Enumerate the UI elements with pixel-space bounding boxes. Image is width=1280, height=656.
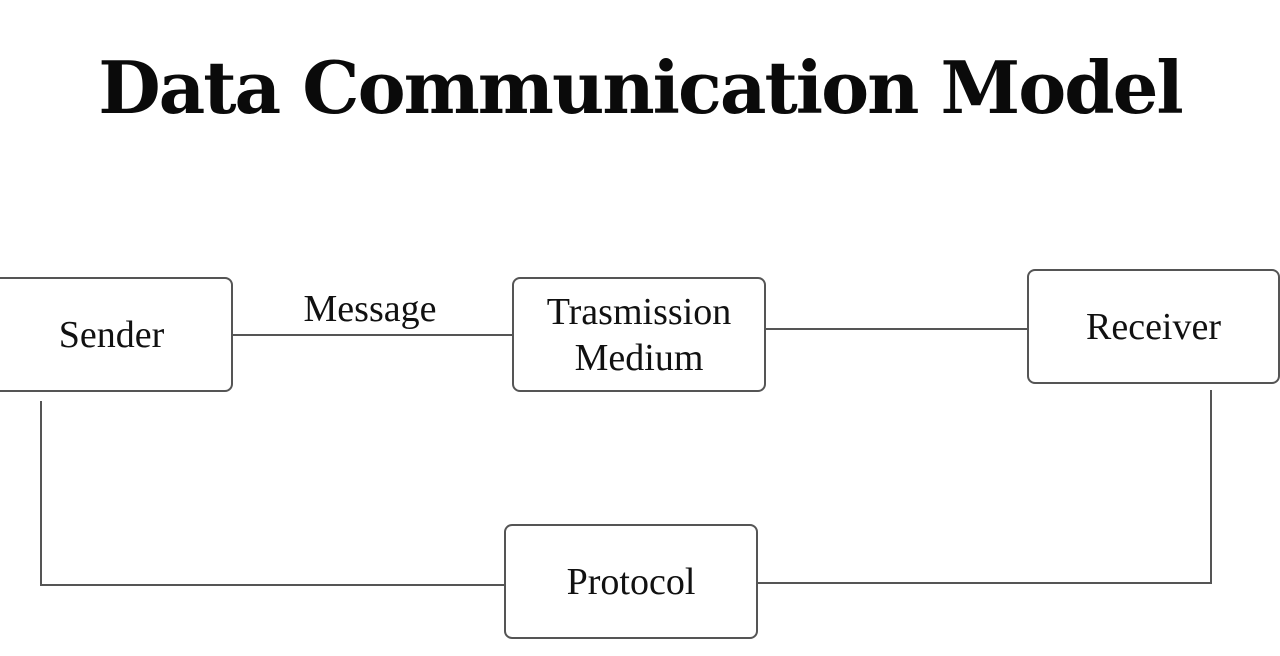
transmission-medium-node: Trasmission Medium [512,277,766,392]
protocol-label: Protocol [566,560,696,603]
edge-sender-protocol [40,401,504,586]
transmission-medium-line2: Medium [574,336,704,379]
receiver-node: Receiver [1027,269,1280,384]
diagram-title: Data Communication Model [98,45,1184,130]
transmission-medium-line1: Trasmission [546,290,732,333]
message-label: Message [303,288,437,330]
sender-node: Sender [0,277,233,392]
sender-label: Sender [58,313,165,356]
edge-protocol-receiver [758,390,1212,584]
transmission-medium-label: Trasmission Medium [547,289,731,381]
receiver-label: Receiver [1085,305,1222,348]
protocol-node: Protocol [504,524,758,639]
